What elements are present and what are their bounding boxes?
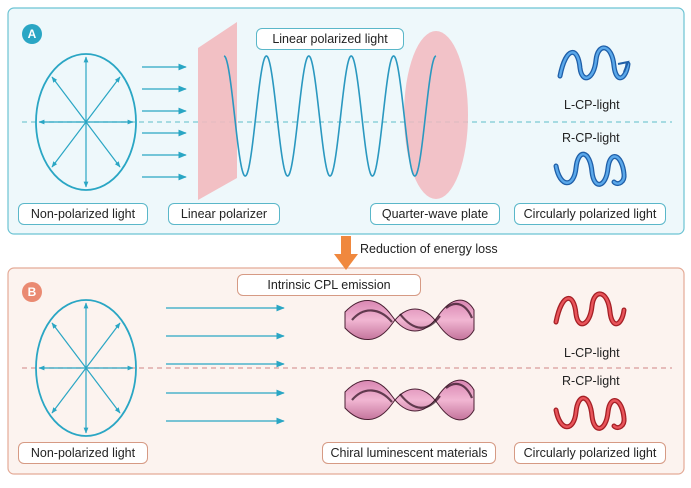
panel-b-badge: B (22, 282, 42, 302)
panel-b-rcp-helix (553, 395, 627, 431)
panel-b-source-ellipse (35, 299, 137, 437)
chiral-material-upper (344, 299, 475, 341)
linear-polarized-wave (223, 55, 437, 177)
panel-b-title: Intrinsic CPL emission (237, 274, 421, 296)
panel-b-incident-arrows (166, 304, 285, 425)
panel-a-lcp-label: L-CP-light (564, 98, 620, 112)
panel-a-rcp-helix (553, 151, 627, 187)
panel-a-source-ellipse (35, 53, 137, 191)
panel-a-title: Linear polarized light (256, 28, 404, 50)
panel-b-source-label: Non-polarized light (18, 442, 148, 464)
panel-a-lcp-helix (557, 45, 631, 81)
linear-polarizer-label: Linear polarizer (168, 203, 280, 225)
chiral-material-label: Chiral luminescent materials (322, 442, 496, 464)
panel-a-source-label: Non-polarized light (18, 203, 148, 225)
panel-b-lcp-label: L-CP-light (564, 346, 620, 360)
transition-label: Reduction of energy loss (360, 242, 498, 256)
panel-a-output-label: Circularly polarized light (514, 203, 666, 225)
panel-b-rcp-label: R-CP-light (562, 374, 620, 388)
panel-a-incident-arrows (142, 63, 187, 181)
panel-b-output-label: Circularly polarized light (514, 442, 666, 464)
quarter-wave-plate-label: Quarter-wave plate (370, 203, 500, 225)
panel-a-badge: A (22, 24, 42, 44)
panel-a-rcp-label: R-CP-light (562, 131, 620, 145)
panel-b-lcp-helix (553, 291, 627, 327)
transition-arrow (334, 236, 358, 270)
chiral-material-lower (344, 379, 475, 421)
linear-polarizer-shape (198, 22, 237, 200)
